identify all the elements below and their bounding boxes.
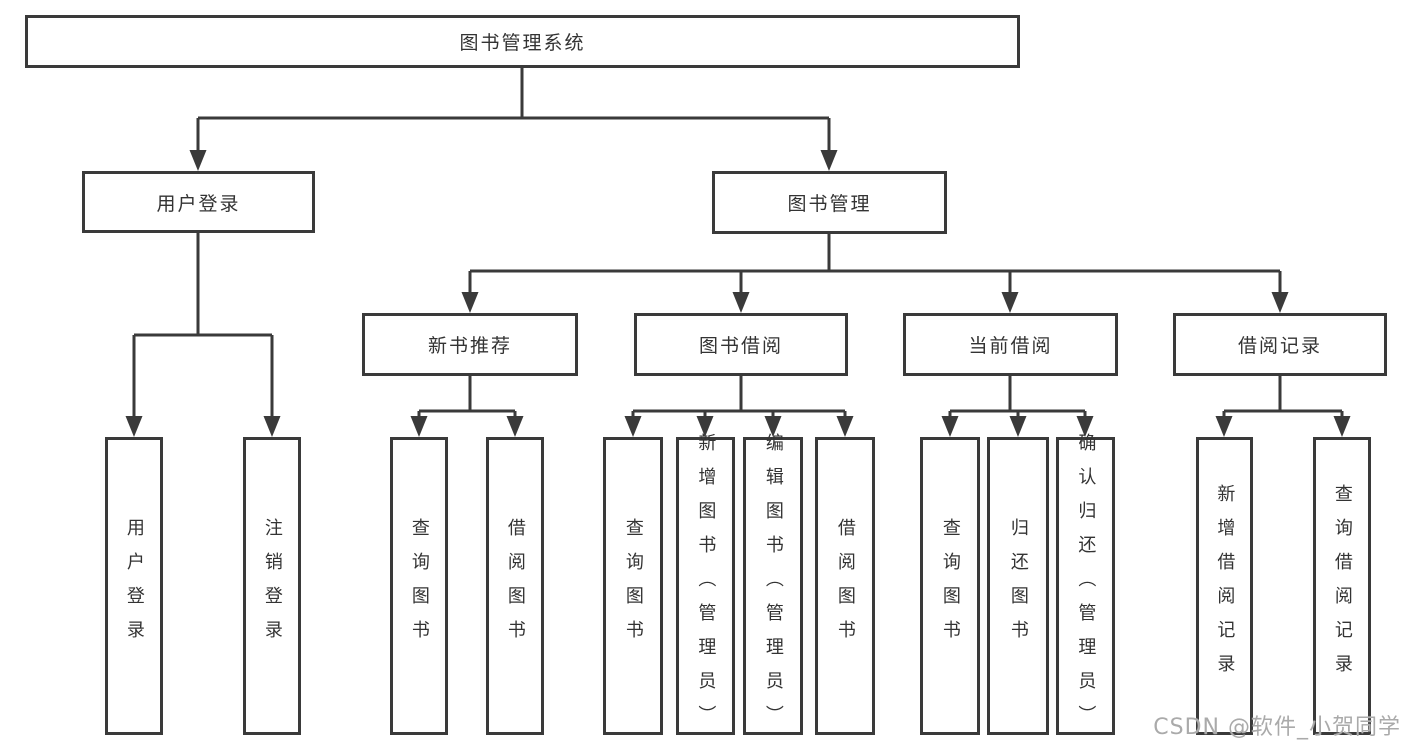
leaf-query-books-recommend-label: 查询图书: [408, 518, 430, 654]
leaf-confirm-return-admin: 确认归还（管理员）: [1056, 433, 1115, 739]
csdn-watermark: CSDN @软件_小贺同学: [1153, 715, 1401, 740]
leaf-query-borrow-record: 查询借阅记录: [1313, 437, 1371, 735]
leaf-edit-books-admin-label: 编辑图书（管理员）: [762, 433, 784, 739]
node-borrowing-records: 借阅记录: [1173, 313, 1387, 376]
leaf-logout: 注销登录: [243, 437, 301, 735]
leaf-add-books-admin-label: 新增图书（管理员）: [695, 433, 717, 739]
leaf-edit-books-admin: 编辑图书（管理员）: [743, 433, 803, 739]
node-root-label: 图书管理系统: [459, 32, 586, 54]
leaf-borrow-books-label: 借阅图书: [834, 518, 856, 654]
leaf-user-login: 用户登录: [105, 437, 163, 735]
leaf-confirm-return-admin-label: 确认归还（管理员）: [1075, 433, 1097, 739]
leaf-return-books-label: 归还图书: [1007, 518, 1029, 654]
node-book-borrowing: 图书借阅: [634, 313, 848, 376]
node-book-borrowing-label: 图书借阅: [698, 335, 783, 357]
leaf-query-books-borrowing-label: 查询图书: [622, 518, 644, 654]
node-user-login-label: 用户登录: [156, 192, 241, 215]
node-current-borrowing-label: 当前借阅: [968, 335, 1053, 357]
node-new-book-recommend: 新书推荐: [362, 313, 578, 376]
leaf-query-borrow-record-label: 查询借阅记录: [1331, 484, 1353, 688]
node-book-management-label: 图书管理: [787, 193, 872, 215]
leaf-borrow-books: 借阅图书: [815, 437, 875, 735]
node-user-login: 用户登录: [82, 171, 315, 233]
leaf-add-books-admin: 新增图书（管理员）: [676, 433, 735, 739]
node-current-borrowing: 当前借阅: [903, 313, 1118, 376]
node-new-book-recommend-label: 新书推荐: [427, 335, 512, 357]
node-book-management: 图书管理: [712, 171, 947, 234]
node-borrowing-records-label: 借阅记录: [1237, 335, 1322, 357]
leaf-logout-label: 注销登录: [261, 518, 283, 654]
leaf-query-books-recommend: 查询图书: [390, 437, 448, 735]
leaf-borrow-books-recommend: 借阅图书: [486, 437, 544, 735]
leaf-user-login-label: 用户登录: [123, 518, 145, 654]
leaf-return-books: 归还图书: [987, 437, 1049, 735]
leaf-query-books-borrowing: 查询图书: [603, 437, 663, 735]
leaf-add-borrow-record-label: 新增借阅记录: [1214, 484, 1236, 688]
leaf-borrow-books-recommend-label: 借阅图书: [504, 518, 526, 654]
node-root-system: 图书管理系统: [25, 15, 1020, 68]
leaf-query-books-current-label: 查询图书: [939, 518, 961, 654]
leaf-query-books-current: 查询图书: [920, 437, 980, 735]
leaf-add-borrow-record: 新增借阅记录: [1196, 437, 1253, 735]
